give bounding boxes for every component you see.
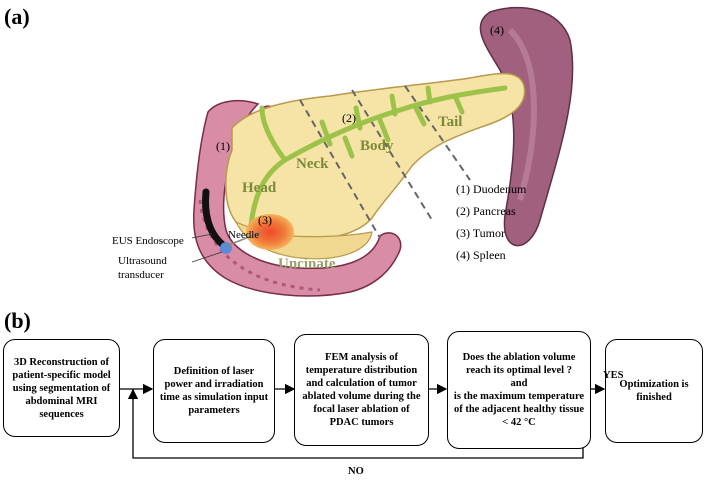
- flow-step-reconstruction: 3D Reconstruction of patient-specific mo…: [3, 339, 120, 437]
- flow-step-laser-definition: Definition of laser power and irradiatio…: [153, 339, 275, 443]
- label-ultrasound-2: transducer: [118, 269, 164, 281]
- decision-line: Does the ablation volume reach its optim…: [462, 352, 576, 376]
- label-tail: Tail: [438, 114, 462, 130]
- flow-label-yes: YES: [603, 370, 624, 381]
- legend-item: (4) Spleen: [456, 248, 506, 262]
- flow-step-finished: Optimization is finished: [605, 339, 703, 443]
- label-head: Head: [242, 180, 277, 196]
- label-uncinate: Uncinate: [278, 256, 336, 272]
- label-tumor-num: (3): [258, 213, 272, 227]
- flow-step-fem-analysis: FEM analysis of temperature distribution…: [294, 334, 429, 446]
- label-neck: Neck: [296, 156, 329, 172]
- panel-label-a: (a): [4, 4, 30, 29]
- needle-shape: [225, 231, 263, 247]
- label-eus-endoscope: EUS Endoscope: [112, 235, 184, 247]
- label-body: Body: [360, 138, 394, 154]
- label-needle: Needle: [228, 229, 259, 241]
- legend-item: (2) Pancreas: [456, 204, 516, 218]
- label-pancreas-num: (2): [342, 111, 356, 125]
- spleen-shape: [479, 6, 574, 247]
- decision-line: and: [510, 378, 528, 389]
- label-duodenum-num: (1): [216, 139, 230, 153]
- pancreas-illustration: (1) (2) (3) (4) Head Neck Body Tail Unci…: [112, 6, 574, 297]
- panel-label-b: (b): [4, 308, 31, 333]
- flow-step-decision: Does the ablation volume reach its optim…: [447, 331, 591, 449]
- legend-item: (1) Duodenum: [456, 182, 527, 196]
- endoscope-shape: [202, 188, 226, 248]
- flow-label-no: NO: [348, 466, 364, 477]
- label-ultrasound-1: Ultrasound: [118, 255, 167, 267]
- decision-line: < 42 °C: [502, 417, 536, 428]
- label-spleen-num: (4): [490, 23, 504, 37]
- decision-line: is the maximum temperature of the adjace…: [453, 391, 585, 415]
- legend-item: (3) Tumor: [456, 226, 506, 240]
- organ-legend: (1) Duodenum (2) Pancreas (3) Tumor (4) …: [456, 178, 526, 266]
- tumor-shape: [246, 214, 294, 250]
